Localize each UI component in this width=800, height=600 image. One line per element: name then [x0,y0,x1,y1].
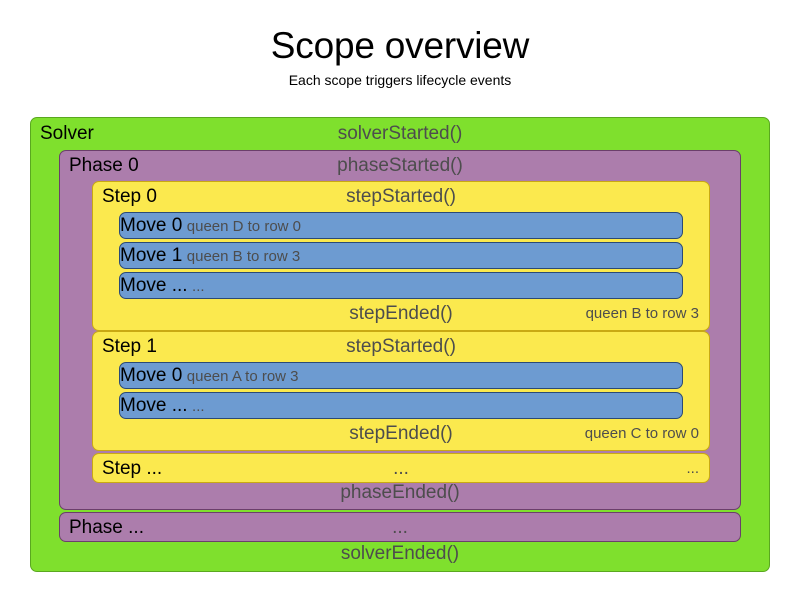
heading-block: Scope overview Each scope triggers lifec… [0,24,800,89]
solver-started-row: Solver solverStarted() [31,119,769,149]
step-0-started-event: stepStarted() [346,186,456,207]
step-0-move-dots-row[interactable]: Move ... ... [119,272,683,299]
step-1-move-0-label: Move 0 [120,365,183,386]
step-dots-row: Step ... ... ... [93,454,709,484]
step-1-scope[interactable]: Step 1 stepStarted() Move 0 queen A to r… [92,331,710,451]
step-0-label: Step 0 [102,186,157,207]
step-0-move-dots-label: Move ... [120,275,188,296]
solver-started-event: solverStarted() [337,123,463,144]
solver-ended-event: solverEnded() [340,543,460,564]
step-dots-event: ... [393,458,409,479]
phase-0-started-row: Phase 0 phaseStarted() [60,151,740,181]
phase-0-label: Phase 0 [69,155,139,176]
phase-dots-scope[interactable]: Phase ... ... [59,512,741,542]
page-subtitle: Each scope triggers lifecycle events [288,72,512,88]
phase-dots-event: ... [392,517,408,538]
step-1-ended-event: stepEnded() [349,423,453,444]
solver-scope[interactable]: Solver solverStarted() Phase 0 phaseStar… [30,117,770,572]
step-1-label: Step 1 [102,336,157,357]
phase-dots-row: Phase ... ... [60,513,740,543]
step-0-move-0-label: Move 0 [120,215,183,236]
step-0-move-1-detail: queen B to row 3 [186,248,301,265]
step-1-move-0-detail: queen A to row 3 [186,368,299,385]
step-dots-label: Step ... [102,458,163,479]
step-0-move-dots-detail: ... [192,278,205,295]
step-0-move-0-row[interactable]: Move 0 queen D to row 0 [119,212,683,239]
step-0-started-row: Step 0 stepStarted() [93,182,709,212]
step-1-ended-detail: queen C to row 0 [584,425,699,442]
step-dots-scope[interactable]: Step ... ... ... [92,453,710,483]
step-1-started-event: stepStarted() [346,336,456,357]
phase-0-scope[interactable]: Phase 0 phaseStarted() Step 0 stepStarte… [59,150,741,510]
step-0-ended-detail: queen B to row 3 [585,305,699,322]
phase-0-ended-row: phaseEnded() [60,478,740,508]
phase-0-ended-event: phaseEnded() [340,482,460,503]
page-title: Scope overview [270,25,530,66]
step-0-move-1-row[interactable]: Move 1 queen B to row 3 [119,242,683,269]
step-0-ended-event: stepEnded() [349,303,453,324]
step-1-move-dots-detail: ... [192,398,205,415]
step-1-started-row: Step 1 stepStarted() [93,332,709,362]
step-1-ended-row: stepEnded() queen C to row 0 [93,419,709,449]
step-0-move-0-detail: queen D to row 0 [186,218,302,235]
step-dots-detail: ... [686,460,699,477]
step-1-move-dots-label: Move ... [120,395,188,416]
step-1-move-dots-row[interactable]: Move ... ... [119,392,683,419]
step-0-scope[interactable]: Step 0 stepStarted() Move 0 queen D to r… [92,181,710,331]
phase-dots-label: Phase ... [69,517,144,538]
solver-label: Solver [40,123,94,144]
solver-ended-row: solverEnded() [31,539,769,569]
step-1-move-0-row[interactable]: Move 0 queen A to row 3 [119,362,683,389]
step-0-move-1-label: Move 1 [120,245,183,266]
step-0-ended-row: stepEnded() queen B to row 3 [93,299,709,329]
phase-0-started-event: phaseStarted() [337,155,463,176]
